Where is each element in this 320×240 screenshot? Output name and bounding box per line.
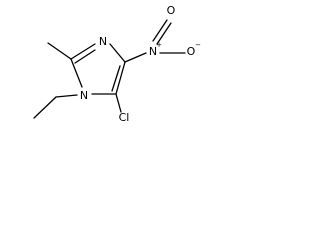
atom-nitro-n-label: N	[149, 45, 157, 58]
bond-c2-n3-double	[74, 49, 96, 64]
chemical-structure-diagram: N N N + O O − Cl	[33, 4, 201, 124]
atom-labels: N N N + O O − Cl	[80, 4, 201, 124]
atom-n3-label: N	[99, 35, 107, 48]
bond-c2-n3	[70, 43, 96, 60]
nitro-n-charge: +	[156, 41, 162, 49]
atom-chlorine-label: Cl	[119, 111, 130, 124]
bond-n1-c2	[70, 58, 83, 88]
bond-c4-c5-double	[111, 65, 121, 92]
bond-nitro-o-top-double	[156, 22, 172, 45]
atom-nitro-o-bottom-label: O	[187, 45, 196, 58]
atom-n1-label: N	[80, 89, 88, 102]
bond-ethyl-ch2-ch3	[33, 96, 57, 119]
bond-c5-cl	[115, 93, 122, 113]
bond-c2-methyl	[47, 42, 72, 60]
nitro-o-bottom-charge: −	[195, 41, 201, 49]
atom-nitro-o-top-label: O	[167, 4, 176, 17]
bond-c4-c5	[115, 61, 126, 95]
bond-nitro-o-top	[152, 19, 168, 42]
bonds	[33, 19, 186, 119]
bond-n3-c4	[109, 43, 126, 63]
bond-n1-ethyl-ch2	[55, 94, 78, 98]
bond-c4-nitro	[124, 52, 147, 63]
